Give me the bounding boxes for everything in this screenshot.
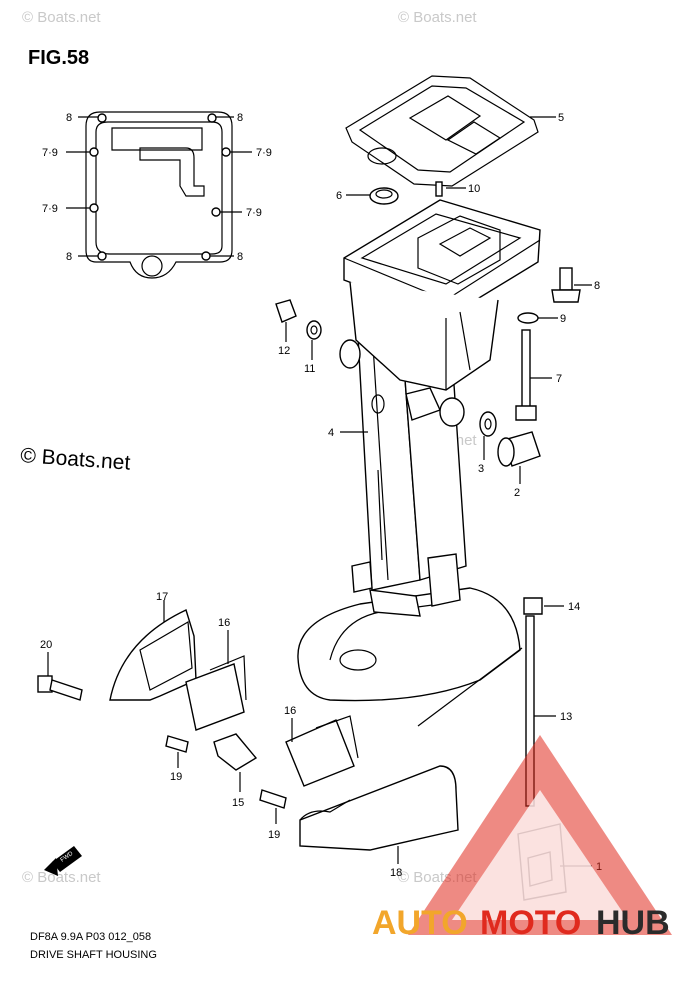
callout-16-a: 16 <box>218 617 230 629</box>
part-11-washer <box>306 320 322 360</box>
callout-16-b: 16 <box>284 705 296 717</box>
part-5-gasket <box>345 75 556 187</box>
part-4-drive-shaft-housing <box>297 199 541 727</box>
callout-gasket-79-b: 7·9 <box>256 147 272 159</box>
watermark-middle-left: © Boats.net <box>20 444 132 475</box>
brand-hub: HUB <box>596 904 670 942</box>
part-3-gasket <box>479 411 497 460</box>
diagram-title: DRIVE SHAFT HOUSING <box>30 949 157 961</box>
watermark-bottom-left: © Boats.net <box>22 869 101 886</box>
part-17-bracket <box>109 600 197 701</box>
part-7-long-bolt <box>515 329 552 421</box>
part-14-grommet <box>523 597 564 615</box>
callout-2: 2 <box>514 487 520 499</box>
part-19-pin-a <box>165 735 189 768</box>
callout-gasket-8-c: 8 <box>66 251 72 263</box>
part-6-oil-seal <box>346 187 399 205</box>
figure-id: FIG.58 <box>28 47 89 69</box>
gasket-callouts: 8 8 7·9 7·9 7·9 7·9 8 8 <box>42 112 272 263</box>
callout-14: 14 <box>568 601 580 613</box>
fwd-arrow-icon: FWD <box>44 846 82 876</box>
callout-4: 4 <box>328 427 334 439</box>
callout-gasket-79-a: 7·9 <box>42 147 58 159</box>
part-2-plug <box>497 431 541 484</box>
callout-11: 11 <box>304 363 315 375</box>
brand-logo: AUTO MOTO HUB <box>372 735 672 942</box>
part-16-rubber-mount-right <box>285 715 359 787</box>
callout-15: 15 <box>232 797 244 809</box>
part-15-damper <box>213 733 258 792</box>
brand-moto: MOTO <box>480 904 581 942</box>
callout-18: 18 <box>390 867 402 879</box>
callout-9: 9 <box>560 313 566 325</box>
part-19-pin-b <box>259 789 287 824</box>
part-16-rubber-mount-left <box>185 630 247 731</box>
part-20-bolt <box>37 652 83 701</box>
part-18-lower-cover <box>299 765 459 864</box>
watermark-top-left: © Boats.net <box>22 9 101 26</box>
callout-3: 3 <box>478 463 484 475</box>
callout-6: 6 <box>336 190 342 202</box>
callout-gasket-79-c: 7·9 <box>42 203 58 215</box>
callout-5: 5 <box>558 112 564 124</box>
callout-20: 20 <box>40 639 52 651</box>
callout-8: 8 <box>594 280 600 292</box>
callout-gasket-8-d: 8 <box>237 251 243 263</box>
callout-19-a: 19 <box>170 771 182 783</box>
brand-auto: AUTO <box>372 904 468 942</box>
callout-gasket-8-b: 8 <box>237 112 243 124</box>
watermark-top-right: © Boats.net <box>398 9 477 26</box>
callout-gasket-79-d: 7·9 <box>246 207 262 219</box>
callout-10: 10 <box>468 183 480 195</box>
part-8-bolt <box>551 267 592 303</box>
model-code: DF8A 9.9A P03 012_058 <box>30 931 151 943</box>
callout-12: 12 <box>278 345 290 357</box>
gasket-detail <box>85 111 233 279</box>
callout-19-b: 19 <box>268 829 280 841</box>
callout-17: 17 <box>156 591 168 603</box>
callout-13: 13 <box>560 711 572 723</box>
part-10-dowel-pin <box>435 181 466 197</box>
part-9-washer <box>517 312 558 324</box>
callout-7: 7 <box>556 373 562 385</box>
part-12-drain-plug <box>275 299 297 342</box>
callout-gasket-8-a: 8 <box>66 112 72 124</box>
